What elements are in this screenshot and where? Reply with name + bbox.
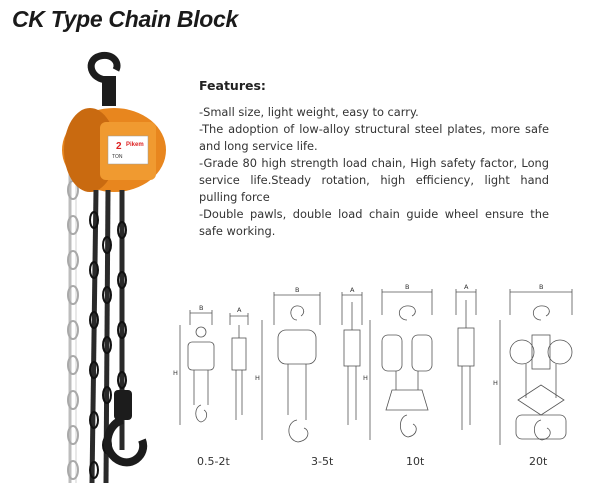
- feature-item: -Grade 80 high strength load chain, High…: [199, 156, 549, 204]
- page-title: CK Type Chain Block: [12, 6, 239, 32]
- drawing-0-5-2t-side: [229, 313, 249, 420]
- drawing-3-5t-side: [341, 292, 363, 425]
- capacity-number: 2: [116, 141, 122, 152]
- drawing-0-5-2t-front: [179, 310, 215, 425]
- dimension-h-label: H: [255, 374, 260, 382]
- drawing-20t-front: [499, 289, 573, 445]
- drawing-10t-front: [369, 289, 433, 440]
- drawing-10t-side: [455, 289, 477, 430]
- feature-item: -Double pawls, double load chain guide w…: [199, 207, 549, 238]
- capacity-label: 20t: [529, 455, 548, 468]
- brand-name: Pikem: [126, 142, 144, 148]
- dimension-a-label: A: [464, 283, 469, 291]
- dimension-h-label: H: [363, 374, 368, 382]
- dimension-b-label: B: [199, 304, 203, 312]
- dimension-h-label: H: [493, 379, 498, 387]
- capacity-label: 10t: [406, 455, 425, 468]
- drawing-3-5t-front: [261, 292, 321, 443]
- dimension-a-label: A: [350, 286, 355, 294]
- dimension-h-label: H: [173, 369, 178, 377]
- capacity-label: 0.5-2t: [197, 455, 230, 468]
- dimension-b-label: B: [295, 286, 299, 294]
- technical-drawings: B A H B A H B A H B H 0.5-2t 3-5t 10t 20…: [170, 280, 590, 470]
- feature-item: -The adoption of low-alloy structural st…: [199, 122, 549, 153]
- capacity-label: 3-5t: [311, 455, 334, 468]
- features-heading: Features:: [199, 78, 266, 93]
- features-section: Features: -Small size, light weight, eas…: [199, 78, 549, 240]
- dimension-b-label: B: [539, 283, 543, 291]
- dimension-a-label: A: [237, 306, 242, 314]
- dimension-b-label: B: [405, 283, 409, 291]
- capacity-unit: TON: [112, 154, 123, 160]
- feature-item: -Small size, light weight, easy to carry…: [199, 105, 419, 119]
- chain-block-photo: 2 TON Pikem: [30, 50, 190, 483]
